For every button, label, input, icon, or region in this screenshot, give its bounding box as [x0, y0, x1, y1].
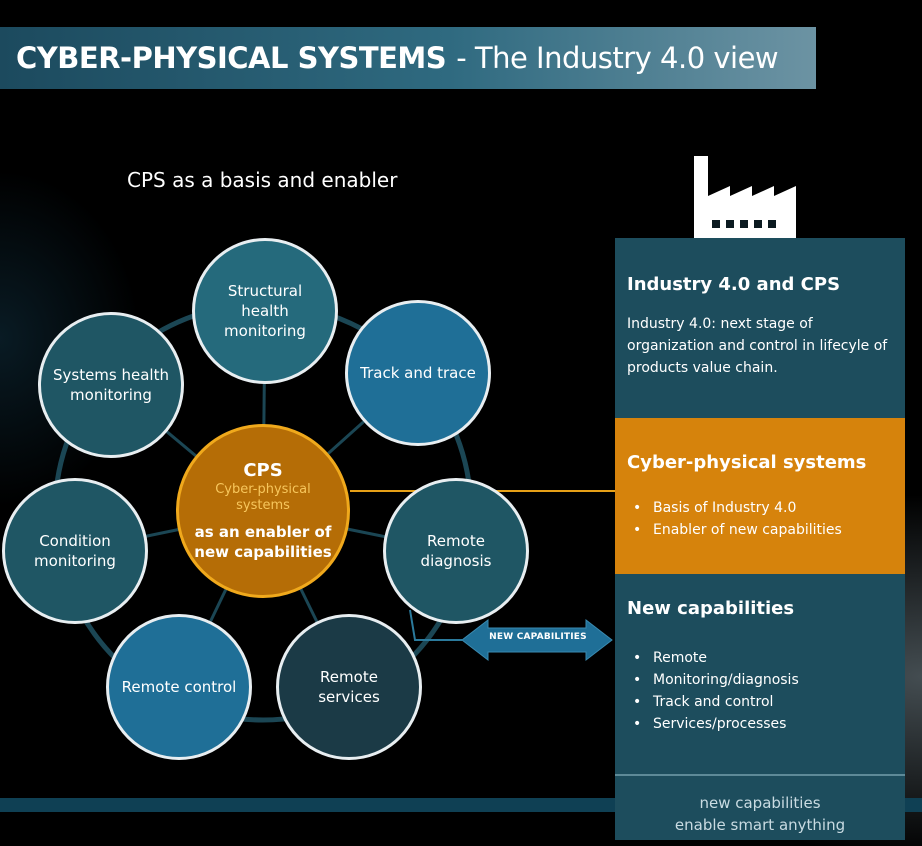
double-arrow-icon: [461, 618, 613, 662]
node-label: Structural health monitoring: [224, 282, 306, 340]
node-cps-center: CPS Cyber-physical systems as an enabler…: [176, 424, 350, 598]
list-item: Enabler of new capabilities: [627, 519, 893, 541]
node-label: Track and trace: [360, 364, 476, 382]
node-remote-diagnosis: Remote diagnosis: [383, 478, 529, 624]
panel-cyber-physical-systems: Cyber-physical systems Basis of Industry…: [615, 418, 905, 574]
node-label: Remote diagnosis: [420, 532, 492, 570]
node-condition-monitoring: Condition monitoring: [2, 478, 148, 624]
node-structural-health-monitoring: Structural health monitoring: [192, 238, 338, 384]
panel-industry-heading: Industry 4.0 and CPS: [627, 274, 841, 295]
list-item: Track and control: [627, 691, 893, 713]
panel-industry-text: Industry 4.0: next stage of organization…: [627, 316, 888, 376]
panel-cps-heading: Cyber-physical systems: [627, 452, 867, 473]
cps-description: as an enabler of new capabilities: [194, 523, 332, 561]
panel-industry-4-0: Industry 4.0 and CPS Industry 4.0: next …: [615, 238, 905, 418]
panel-footer: new capabilities enable smart anything: [615, 774, 905, 840]
list-item: Monitoring/diagnosis: [627, 669, 893, 691]
node-remote-services: Remote services: [276, 614, 422, 760]
cps-subtitle: Cyber-physical systems: [215, 482, 311, 513]
title-bar: CYBER-PHYSICAL SYSTEMS - The Industry 4.…: [0, 27, 816, 89]
node-label: Remote services: [318, 668, 380, 706]
cps-title: CPS: [243, 460, 283, 481]
panel-capabilities-list: Remote Monitoring/diagnosis Track and co…: [627, 647, 893, 735]
capabilities-connector-line: [409, 609, 462, 641]
footer-line-2: enable smart anything: [674, 816, 846, 834]
list-item: Remote: [627, 647, 893, 669]
bottom-band: [0, 798, 615, 812]
node-systems-health-monitoring: Systems health monitoring: [38, 312, 184, 458]
node-label: Systems health monitoring: [52, 366, 169, 404]
node-label: Condition monitoring: [34, 532, 116, 570]
panel-new-capabilities: New capabilities Remote Monitoring/diagn…: [615, 574, 905, 774]
node-track-and-trace: Track and trace: [345, 300, 491, 446]
panel-capabilities-heading: New capabilities: [627, 598, 795, 619]
list-item: Services/processes: [627, 713, 893, 735]
node-label: Remote control: [121, 678, 237, 696]
panel-cps-list: Basis of Industry 4.0 Enabler of new cap…: [627, 497, 893, 541]
title-main: CYBER-PHYSICAL SYSTEMS: [16, 41, 447, 75]
diagram-subtitle: CPS as a basis and enabler: [127, 168, 398, 192]
list-item: Basis of Industry 4.0: [627, 497, 893, 519]
node-remote-control: Remote control: [106, 614, 252, 760]
footer-line-1: new capabilities: [699, 794, 821, 812]
new-capabilities-arrow-label: NEW CAPABILITIES: [489, 632, 587, 642]
bottom-band-right: [905, 798, 922, 812]
title-rest: - The Industry 4.0 view: [456, 41, 779, 75]
factory-icon: [694, 156, 796, 250]
